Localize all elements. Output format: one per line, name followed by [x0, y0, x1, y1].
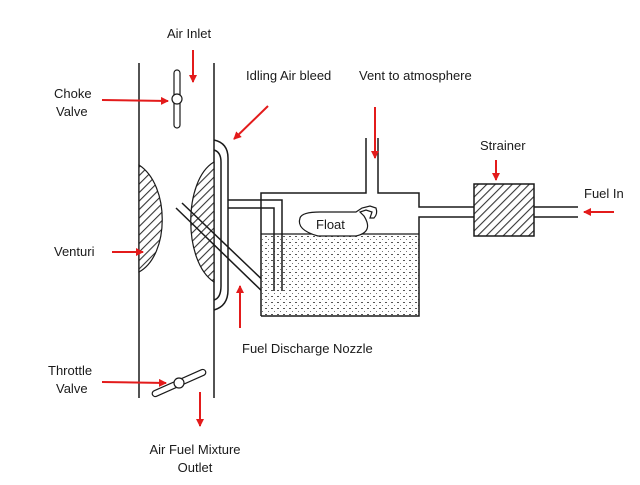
throttle-valve: [151, 368, 207, 398]
label-strainer: Strainer: [480, 138, 526, 153]
float-body: [298, 205, 378, 237]
label-choke-valve-line1: Choke: [54, 86, 92, 101]
float-chamber: [260, 138, 474, 317]
label-throttle-valve-line1: Throttle: [48, 363, 93, 378]
idle-air-bleed-tube: [213, 139, 229, 311]
choke-valve: [171, 69, 183, 129]
label-fuel-discharge-nozzle: Fuel Discharge Nozzle: [242, 341, 373, 356]
arrow-idling-air-bleed: [233, 105, 269, 140]
label-idling-air-bleed: Idling Air bleed: [246, 68, 332, 83]
label-mixture-outlet-line2: Outlet: [177, 460, 213, 475]
label-choke-valve-line2: Valve: [56, 104, 88, 119]
arrow-throttle-valve: [101, 378, 167, 387]
strainer-body: [473, 183, 535, 237]
label-mixture-outlet-line1: Air Fuel Mixture: [149, 442, 241, 457]
pointer-arrows: [101, 50, 614, 427]
main-jet-tube: [228, 199, 283, 291]
label-vent-to-atmosphere: Vent to atmosphere: [359, 68, 472, 83]
discharge-nozzle: [175, 202, 273, 298]
label-venturi: Venturi: [54, 244, 95, 259]
label-throttle-valve-line2: Valve: [56, 381, 88, 396]
label-air-inlet: Air Inlet: [167, 26, 212, 41]
fuel-level: [261, 234, 419, 316]
venturi-left: [138, 163, 163, 274]
label-fuel-in: Fuel In: [584, 186, 624, 201]
arrow-choke-valve: [101, 96, 169, 105]
fuel-inlet-pipe: [534, 206, 578, 218]
label-float: Float: [316, 217, 345, 232]
